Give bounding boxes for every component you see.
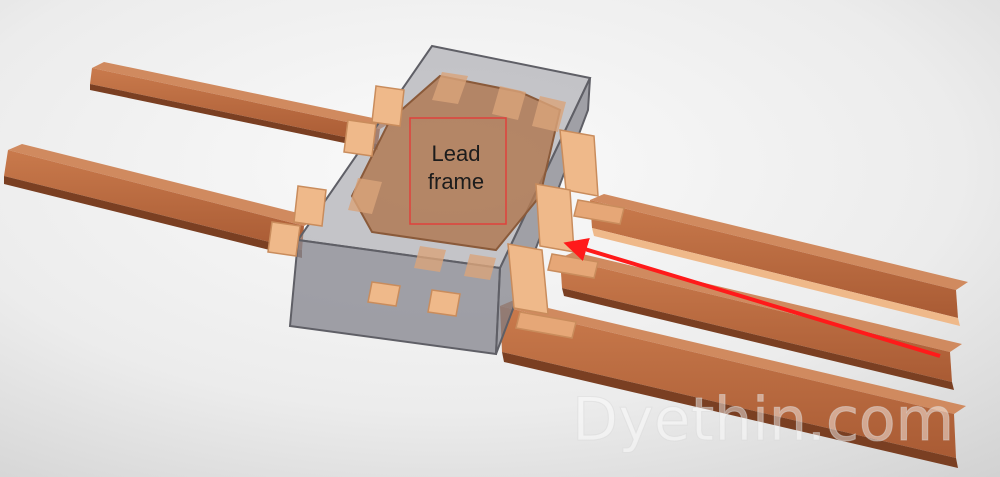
lead-right-1 (590, 194, 968, 326)
lead-pads (267, 85, 625, 339)
lead-left-back (90, 62, 392, 150)
pointer-arrow (563, 238, 941, 358)
lead-left-front (4, 144, 318, 258)
lead-frame-paddle (348, 72, 566, 280)
watermark: Dyethin.com (572, 385, 954, 455)
lead-right-3 (500, 300, 966, 468)
label-highlight-box (409, 117, 507, 225)
